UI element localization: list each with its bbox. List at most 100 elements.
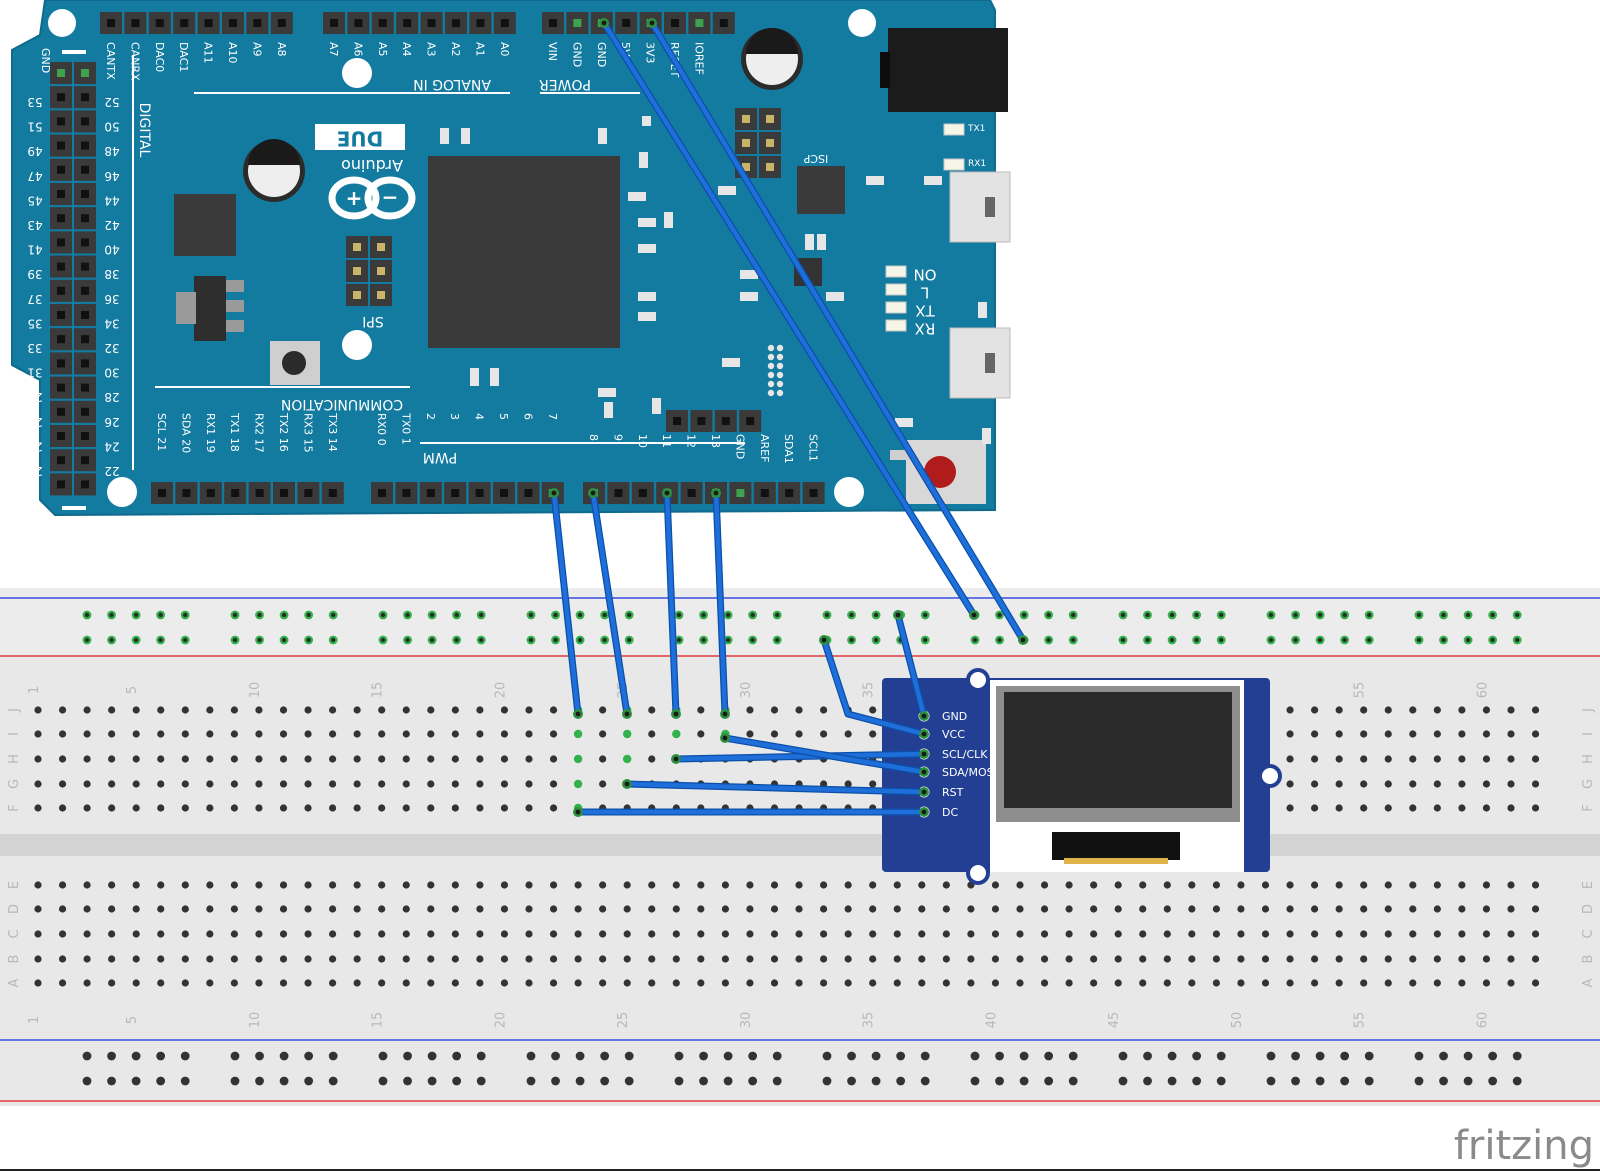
breadboard-hole (1261, 905, 1270, 913)
breadboard-hole (549, 755, 558, 763)
breadboard-hole (206, 955, 214, 963)
breadboard-hole (1090, 930, 1098, 938)
breadboard-hole (279, 905, 288, 913)
digital-pin-label: 35 (27, 316, 42, 330)
breadboard-hole (1065, 955, 1073, 963)
breadboard-hole (1065, 979, 1073, 987)
breadboard-hole (1458, 955, 1466, 963)
digital-pin-label: 31 (27, 366, 42, 380)
breadboard-hole (1163, 881, 1171, 889)
rail-hole (1315, 1051, 1325, 1061)
breadboard-hole (1163, 955, 1171, 963)
breadboard-hole (206, 905, 214, 913)
pin-label: A2 (449, 42, 462, 57)
rail-hole (600, 1076, 610, 1086)
communication-label: COMMUNICATION (281, 396, 403, 412)
breadboard-hole (1507, 979, 1515, 987)
chip-icsp (797, 166, 845, 214)
breadboard-hole (1040, 905, 1049, 913)
pin-label: RX3 15 (301, 413, 314, 453)
breadboard-hole (1507, 780, 1515, 788)
rail-hole (304, 1051, 314, 1061)
breadboard-hole (1335, 955, 1343, 963)
breadboard-hole (181, 780, 189, 788)
breadboard-hole (1409, 755, 1417, 763)
breadboard-hole (1507, 881, 1515, 889)
breadboard-hole (279, 706, 288, 714)
breadboard-hole (1531, 755, 1540, 763)
breadboard-hole (329, 930, 337, 938)
oled-pin-label: SCL/CLK (942, 748, 988, 761)
rail-hole (1414, 1051, 1424, 1061)
pin-label: GND (570, 42, 583, 67)
breadboard-hole (206, 780, 214, 788)
breadboard-hole (402, 905, 410, 913)
breadboard-hole (1409, 930, 1417, 938)
breadboard-hole (255, 955, 263, 963)
jumper-wire (673, 751, 927, 762)
digital-pin-label: 29 (27, 390, 42, 404)
breadboard-hole (1090, 905, 1098, 913)
breadboard-hole (108, 881, 116, 889)
breadboard-hole (157, 905, 165, 913)
breadboard-hole (230, 955, 238, 963)
breadboard-hole (329, 706, 337, 714)
breadboard-hole (1531, 881, 1540, 889)
breadboard-hole (83, 881, 91, 889)
pin-label: 10 (636, 434, 649, 448)
breadboard-hole (1433, 755, 1441, 763)
breadboard-hole (599, 755, 607, 763)
breadboard-hole (132, 881, 140, 889)
pwm-label: PWM (423, 449, 457, 465)
rail-hole (1143, 1076, 1152, 1086)
rail-hole (1439, 1076, 1448, 1086)
reset-button[interactable] (282, 351, 306, 375)
breadboard-hole (1311, 706, 1319, 714)
rail-hole (970, 1076, 980, 1086)
breadboard-hole (599, 706, 607, 714)
breadboard-hole (108, 706, 116, 714)
breadboard-hole (402, 881, 410, 889)
breadboard-hole (820, 730, 828, 738)
breadboard-hole (378, 905, 386, 913)
breadboard-hole (1286, 979, 1294, 987)
digital-pin-label: 27 (27, 415, 42, 429)
breadboard-hole (1311, 930, 1319, 938)
breadboard-hole (697, 730, 705, 738)
breadboard-hole (402, 755, 410, 763)
breadboard-hole (181, 955, 189, 963)
breadboard-hole (279, 804, 288, 812)
mounting-hole (1262, 768, 1278, 784)
breadboard-hole (500, 804, 509, 812)
pin-label: CANTX (104, 42, 117, 80)
breadboard-hole (83, 755, 91, 763)
erase-button[interactable] (924, 456, 956, 488)
rail-hole (847, 1051, 856, 1061)
breadboard-hole (378, 730, 386, 738)
breadboard-hole (83, 730, 91, 738)
breadboard-hole (1458, 706, 1466, 714)
breadboard-hole (1458, 881, 1466, 889)
breadboard-hole (108, 905, 116, 913)
breadboard-hole (500, 979, 509, 987)
breadboard-hole (1409, 730, 1417, 738)
breadboard-hole (132, 780, 140, 788)
breadboard-hole (721, 979, 730, 987)
oled-screen (1004, 692, 1232, 808)
breadboard-hole (1114, 905, 1122, 913)
row-letter: F (7, 804, 22, 811)
breadboard-hole (1433, 706, 1441, 714)
breadboard-hole (672, 881, 680, 889)
breadboard-hole (304, 730, 312, 738)
breadboard-hole (279, 930, 288, 938)
breadboard-hole (255, 804, 263, 812)
rail-hole (551, 1076, 560, 1086)
pin-label: CANRX (128, 42, 141, 81)
arduino-infinity-logo: + − (328, 176, 416, 220)
breadboard-hole (58, 755, 67, 763)
breadboard-hole (820, 955, 828, 963)
frame-border (0, 1169, 1600, 1171)
pin-label: 7 (546, 413, 559, 420)
rail-hole (995, 1076, 1004, 1086)
